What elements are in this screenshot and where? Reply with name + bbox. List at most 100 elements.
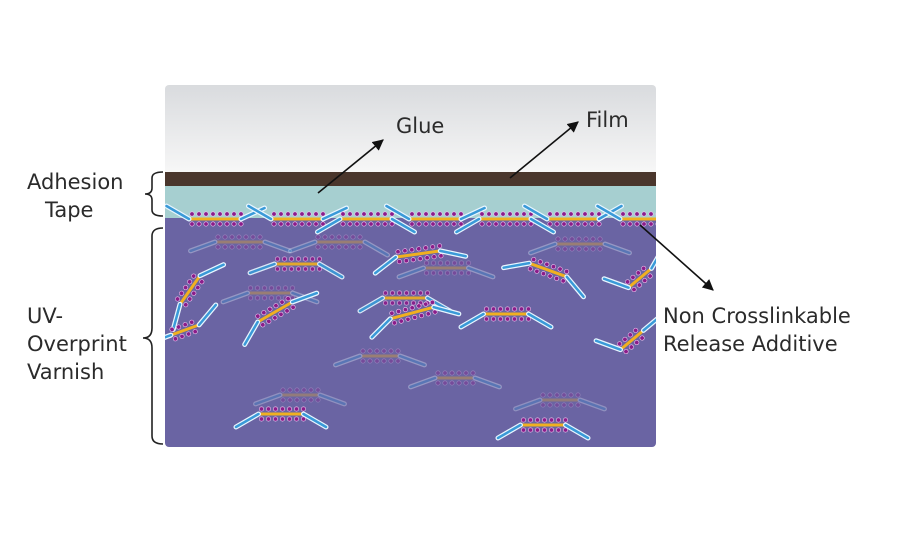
molecule-dot: [561, 392, 567, 398]
molecule: [528, 236, 632, 256]
molecule-dot: [340, 211, 346, 217]
tape-label-line: Tape: [45, 198, 94, 222]
molecule-dot: [368, 211, 374, 217]
molecule-dot: [498, 306, 504, 312]
molecule-dot: [187, 296, 193, 302]
molecule-dot: [289, 266, 295, 272]
molecule-rod-glow: [396, 265, 426, 280]
molecule-dot: [357, 244, 363, 250]
molecule-rod: [198, 263, 225, 277]
molecule-dot: [308, 387, 314, 393]
molecule-dot: [576, 246, 582, 252]
molecule-dot: [514, 221, 520, 227]
molecule-dot: [451, 211, 457, 217]
molecule-dot: [294, 397, 300, 403]
molecule-rod: [409, 376, 437, 389]
molecule-dot: [316, 256, 322, 262]
molecule-dot: [555, 246, 561, 252]
molecule-rod: [234, 412, 260, 429]
molecule-dot: [630, 274, 636, 280]
molecule-dot: [315, 244, 321, 250]
molecule-dot: [635, 270, 641, 276]
molecule-dot: [229, 234, 235, 240]
molecule-rod-glow: [262, 239, 292, 254]
molecule-dot: [500, 221, 506, 227]
molecule-rod-glow: [397, 353, 427, 368]
molecule-rod-glow: [253, 392, 283, 407]
molecule-dot: [195, 285, 201, 291]
molecule-dot: [557, 266, 563, 272]
molecule-dot: [547, 221, 553, 227]
molecule-dot: [444, 211, 450, 217]
adhesion-tape-label: Adhesion Tape: [27, 168, 124, 224]
molecule-rod: [496, 423, 522, 440]
molecule-rod: [459, 312, 485, 329]
molecule-dot: [257, 244, 263, 250]
molecule-dot: [409, 221, 415, 227]
molecule-dot: [382, 221, 388, 227]
molecule-rod: [370, 317, 392, 339]
molecule-dot: [424, 255, 430, 261]
additive-label: Non Crosslinkable Release Additive: [663, 302, 851, 358]
molecule-dot: [279, 299, 285, 305]
molecule-dot: [382, 211, 388, 217]
molecule-dot: [299, 221, 305, 227]
molecule-dot: [470, 370, 476, 376]
molecule-dot: [583, 236, 589, 242]
molecule-dot: [175, 296, 181, 302]
molecule-dot: [255, 295, 261, 301]
molecule-dot: [402, 307, 408, 313]
release-additive-molecules: [165, 203, 656, 441]
molecule-dot: [416, 211, 422, 217]
molecule: [247, 256, 345, 280]
molecule-dot: [199, 279, 205, 285]
molecule-dot: [561, 221, 567, 227]
molecule-dot: [465, 270, 471, 276]
molecule-dot: [456, 380, 462, 386]
molecule-dot: [274, 266, 280, 272]
molecule-dot: [597, 236, 603, 242]
molecule-dot: [528, 427, 534, 433]
molecule-rod: [432, 305, 461, 316]
molecule-dot: [458, 221, 464, 227]
molecule-dot: [438, 260, 444, 266]
molecule-dot: [452, 270, 458, 276]
additive-label-line-2: Release Additive: [663, 332, 838, 356]
molecule-rod: [397, 266, 425, 279]
molecule-dot: [388, 358, 394, 364]
molecule-dot: [390, 290, 396, 296]
varnish-label: UV- Overprint Varnish: [27, 302, 127, 386]
molecule-rod: [171, 303, 182, 331]
molecule-dot: [250, 234, 256, 240]
molecule-dot: [642, 278, 648, 284]
molecule-dot: [416, 303, 422, 309]
molecule-dot: [554, 275, 560, 281]
molecule-rod: [221, 291, 249, 304]
molecule-dot: [215, 244, 221, 250]
molecule-dot: [182, 322, 188, 328]
molecule-dot: [262, 285, 268, 291]
molecule-dot: [520, 417, 526, 423]
molecule-dot: [554, 221, 560, 227]
molecule-dot: [463, 370, 469, 376]
molecule-rod: [318, 393, 346, 406]
molecule-rod-glow: [317, 392, 347, 407]
molecule-dot: [238, 211, 244, 217]
additive-arrow: [639, 224, 714, 291]
molecule-dot: [310, 266, 316, 272]
molecule-dot: [278, 211, 284, 217]
molecule-rod: [316, 217, 342, 234]
molecule-dot: [431, 254, 437, 260]
molecule-dot: [627, 332, 633, 338]
molecule-dot: [229, 244, 235, 250]
molecule-dot: [183, 285, 189, 291]
molecule-dot: [535, 417, 541, 423]
molecule: [233, 406, 329, 430]
molecule-dot: [416, 246, 422, 252]
molecule-dot: [360, 358, 366, 364]
molecule-rod: [514, 398, 542, 411]
molecule-dot: [465, 260, 471, 266]
molecule-dot: [534, 268, 540, 274]
molecule-dot: [176, 324, 182, 330]
